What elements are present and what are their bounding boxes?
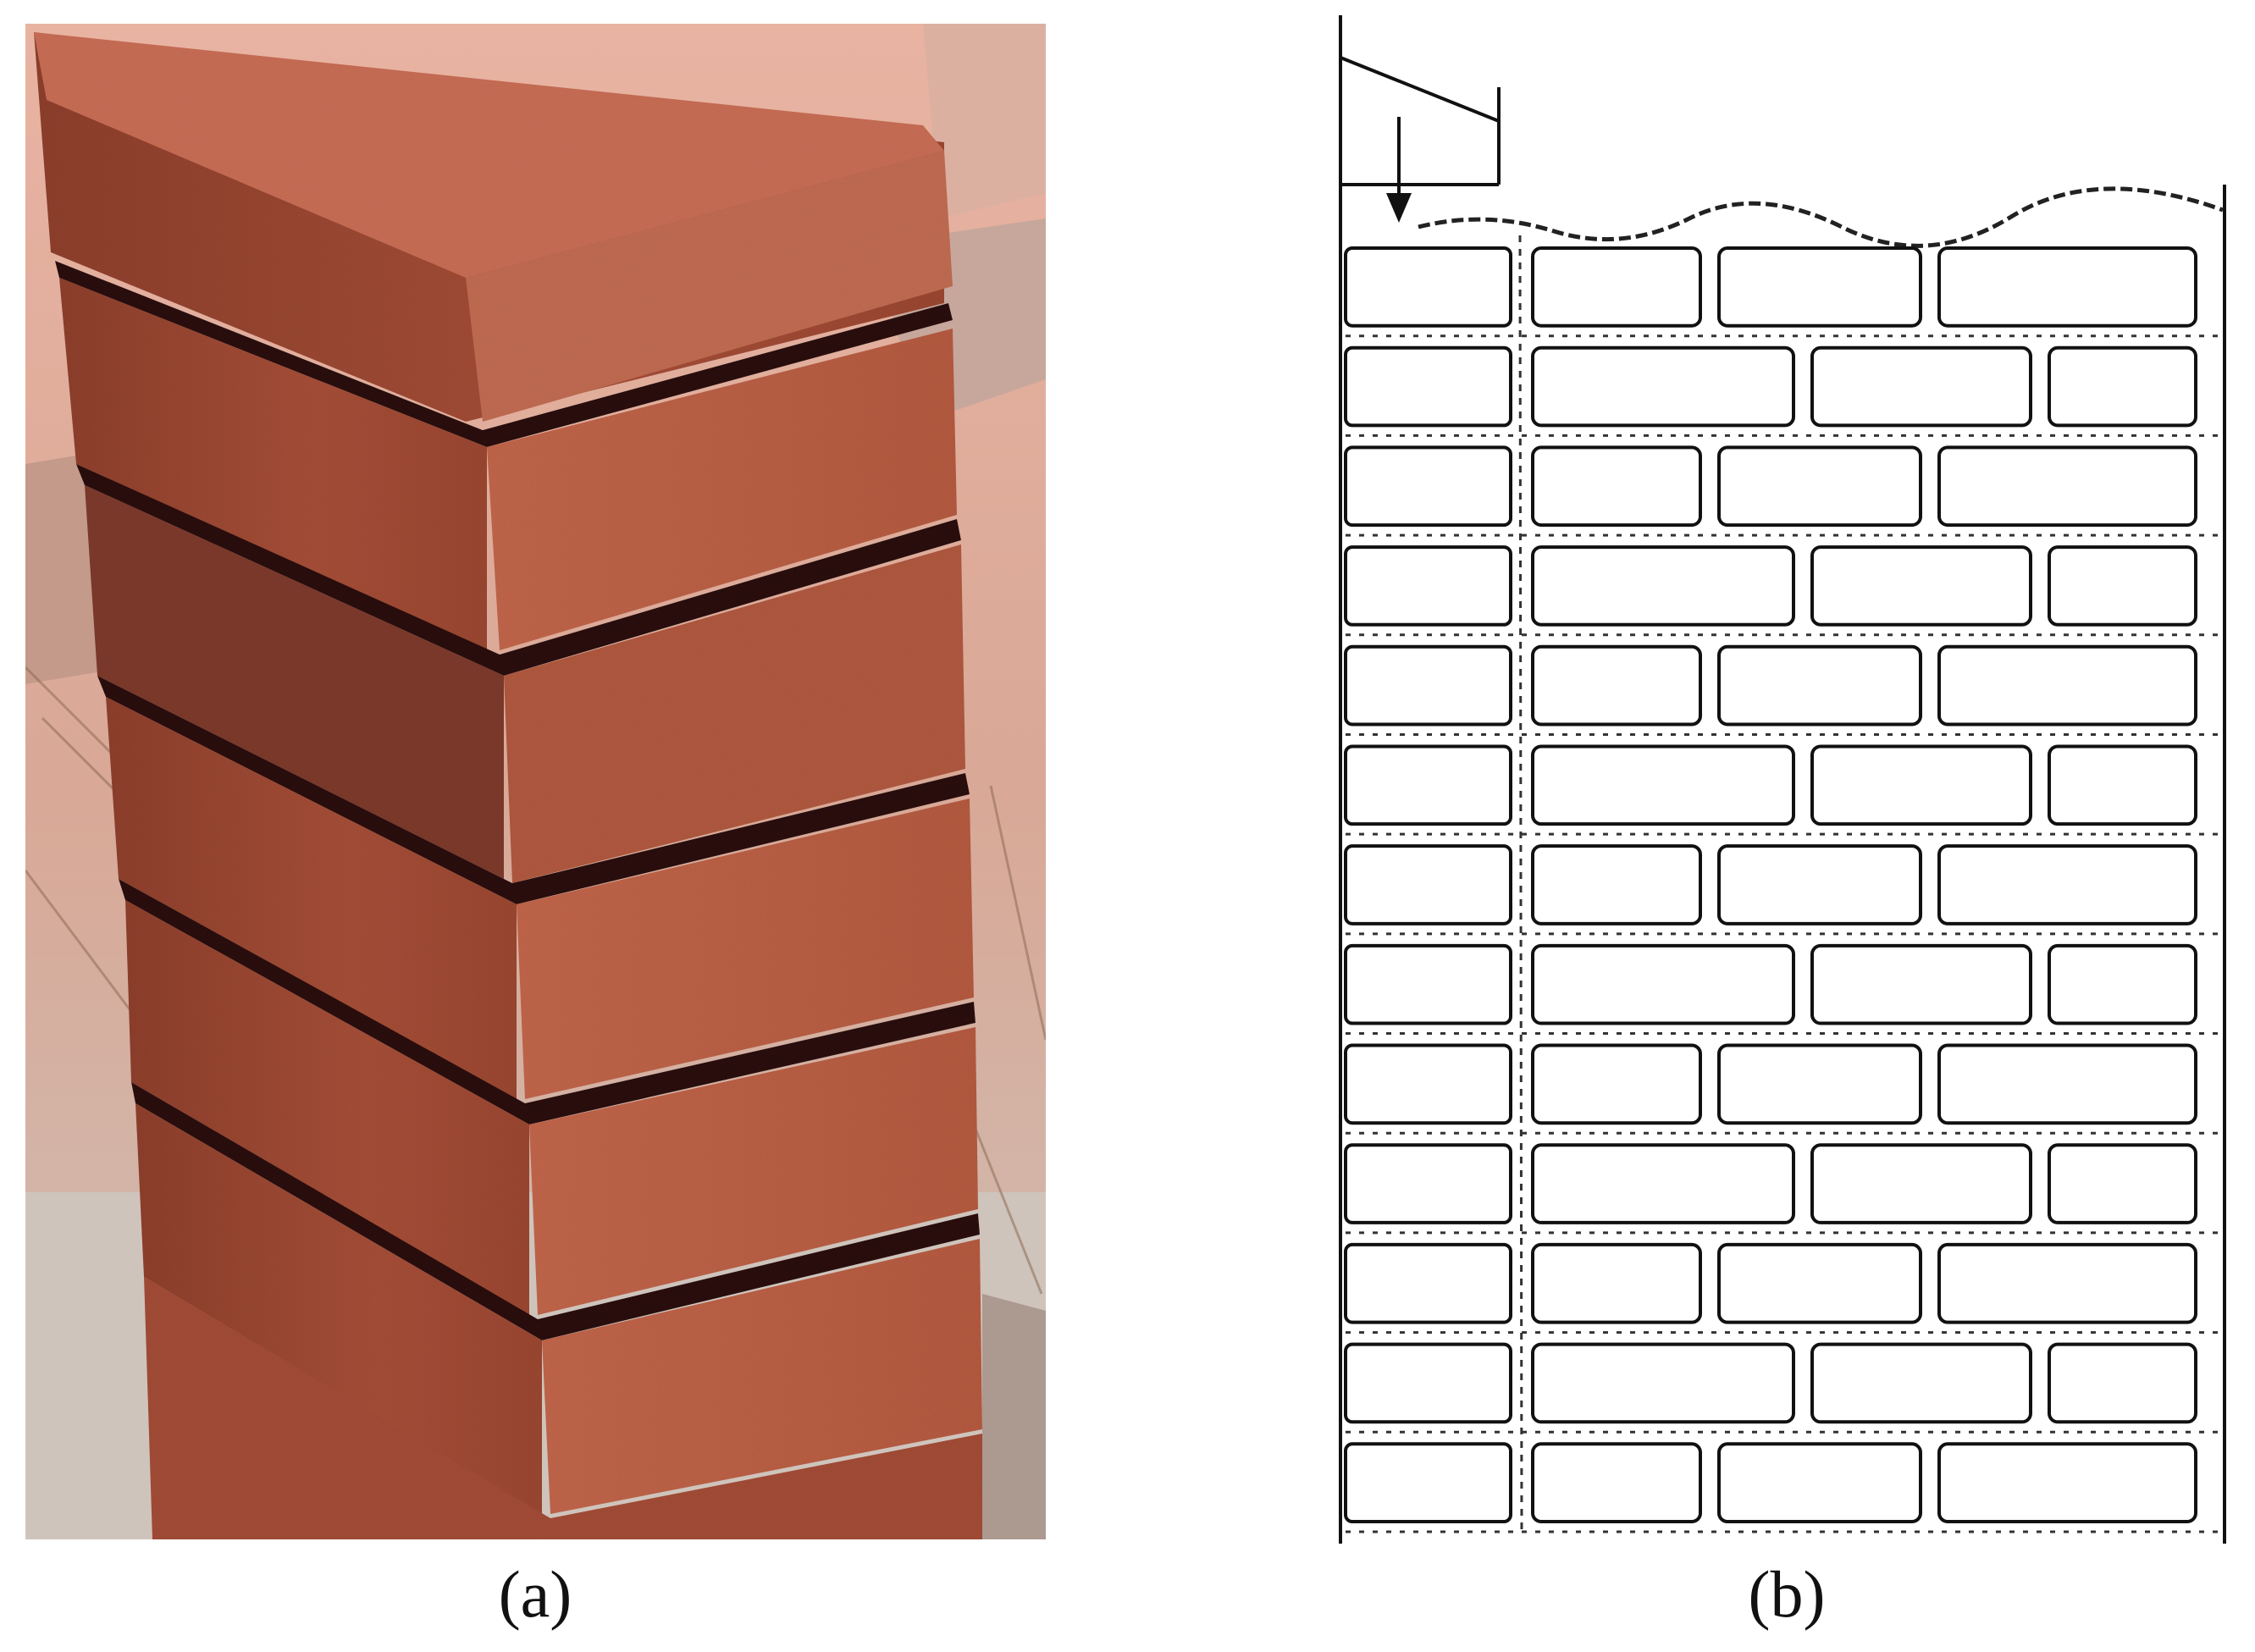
brick bbox=[1531, 1342, 1795, 1424]
brick bbox=[1810, 943, 2032, 1025]
brick bbox=[1810, 1342, 2032, 1424]
brick bbox=[1344, 545, 1512, 627]
brick bbox=[1344, 246, 1512, 328]
brick bbox=[1344, 744, 1512, 826]
brick bbox=[1937, 844, 2197, 925]
brick-stack-image bbox=[25, 24, 1046, 1539]
brick bbox=[2048, 545, 2197, 627]
brick bbox=[1937, 644, 2197, 727]
brick bbox=[1531, 246, 1702, 328]
brick bbox=[1717, 1242, 1922, 1324]
caption-b: (b) bbox=[1748, 1557, 1826, 1631]
brick bbox=[1531, 1442, 1702, 1524]
brick bbox=[1531, 644, 1702, 727]
brick bbox=[1531, 844, 1702, 925]
brick bbox=[1937, 246, 2197, 328]
brick bbox=[1531, 1043, 1702, 1125]
brick bbox=[1810, 1143, 2032, 1224]
brick bbox=[1344, 445, 1512, 528]
brick bbox=[2048, 1143, 2197, 1224]
brick bbox=[1717, 644, 1922, 727]
brick bbox=[1937, 445, 2197, 528]
brick bbox=[1531, 744, 1795, 826]
brick bbox=[1810, 744, 2032, 826]
load-block-outline bbox=[1340, 56, 1501, 185]
brick bbox=[2048, 943, 2197, 1025]
brick bbox=[1717, 1442, 1922, 1524]
brick bbox=[1531, 1242, 1702, 1324]
brick-wall-sketch bbox=[1339, 15, 2226, 1544]
brick bbox=[1531, 345, 1795, 428]
brick bbox=[1937, 1242, 2197, 1324]
brick bbox=[1717, 246, 1922, 328]
brick bbox=[1937, 1043, 2197, 1125]
brick bbox=[1717, 445, 1922, 528]
brick bbox=[1344, 1043, 1512, 1125]
brick bbox=[1344, 345, 1512, 428]
brick bbox=[1344, 1143, 1512, 1224]
brick bbox=[1531, 943, 1795, 1025]
brick bbox=[1344, 1242, 1512, 1324]
top-mortar-line bbox=[1418, 186, 2224, 248]
brick bbox=[1344, 1342, 1512, 1424]
brick bbox=[1531, 445, 1702, 528]
brick bbox=[1717, 844, 1922, 925]
brick bbox=[1717, 1043, 1922, 1125]
brick bbox=[1344, 644, 1512, 727]
brick bbox=[1810, 345, 2032, 428]
brick bbox=[1810, 545, 2032, 627]
brick bbox=[2048, 744, 2197, 826]
brick bbox=[1531, 1143, 1795, 1224]
brick bbox=[1344, 1442, 1512, 1524]
caption-a: (a) bbox=[498, 1557, 572, 1631]
brick bbox=[1531, 545, 1795, 627]
brick-wall-drawing bbox=[1334, 15, 2240, 1544]
brick bbox=[1344, 943, 1512, 1025]
brick-courses bbox=[1344, 235, 2221, 1536]
brick bbox=[2048, 345, 2197, 428]
down-arrow-icon bbox=[1386, 117, 1412, 223]
brick-stack-photo bbox=[25, 24, 1046, 1539]
brick bbox=[1344, 844, 1512, 925]
brick bbox=[2048, 1342, 2197, 1424]
vertical-joint bbox=[1518, 235, 1523, 1536]
brick bbox=[1937, 1442, 2197, 1524]
